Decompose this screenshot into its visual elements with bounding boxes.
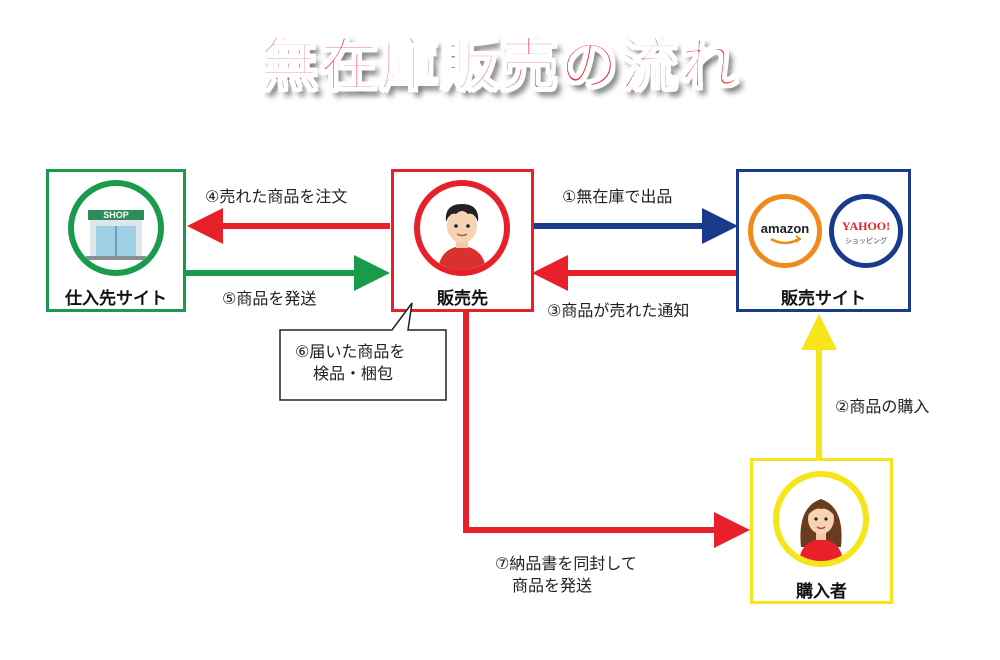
- arrow-ship-to-buyer: [463, 312, 750, 548]
- buyer-avatar-icon: [799, 499, 843, 561]
- yahoo-logo-text: YAHOO!: [842, 219, 890, 233]
- page-title: 無在庫販売の流れ: [259, 30, 740, 100]
- step-4-label: ④売れた商品を注文: [205, 187, 348, 206]
- step-6-line-2: 検品・梱包: [313, 364, 394, 383]
- yahoo-logo-circle: YAHOO! ショッピング: [829, 194, 903, 268]
- supplier-node: SHOP 仕入先サイト: [46, 169, 186, 312]
- marketplace-node: amazon YAHOO! ショッピング 販売サイト: [736, 169, 911, 312]
- step-3-label: ③商品が売れた通知: [547, 301, 690, 320]
- buyer-icon-circle: [773, 471, 869, 567]
- step-7-line-2: 商品を発送: [512, 576, 593, 595]
- amazon-logo: amazon: [761, 221, 809, 245]
- step-6-line-1: ⑥届いた商品を: [295, 342, 406, 361]
- buyer-node: 購入者: [750, 458, 893, 604]
- step-5-label: ⑤商品を発送: [222, 289, 317, 308]
- yahoo-logo: YAHOO! ショッピング: [842, 219, 890, 245]
- step-7-line-1: ⑦納品書を同封して: [495, 554, 637, 573]
- yahoo-logo-sub: ショッピング: [845, 236, 887, 245]
- amazon-logo-circle: amazon: [748, 194, 822, 268]
- supplier-label: 仕入先サイト: [65, 289, 167, 309]
- seller-icon-circle: [414, 180, 510, 276]
- seller-avatar-icon: [438, 204, 486, 270]
- shop-icon: SHOP: [86, 210, 146, 260]
- shop-sign: SHOP: [103, 210, 129, 220]
- amazon-logo-text: amazon: [761, 221, 809, 236]
- step-1-label: ①無在庫で出品: [562, 187, 673, 206]
- buyer-label: 購入者: [796, 582, 847, 602]
- step-2-label: ②商品の購入: [835, 397, 930, 416]
- title-area: 無在庫販売の流れ: [0, 18, 1000, 102]
- seller-node: 販売先: [391, 169, 534, 312]
- supplier-icon-circle: SHOP: [68, 180, 164, 276]
- marketplace-label: 販売サイト: [781, 289, 866, 309]
- seller-label: 販売先: [437, 289, 488, 309]
